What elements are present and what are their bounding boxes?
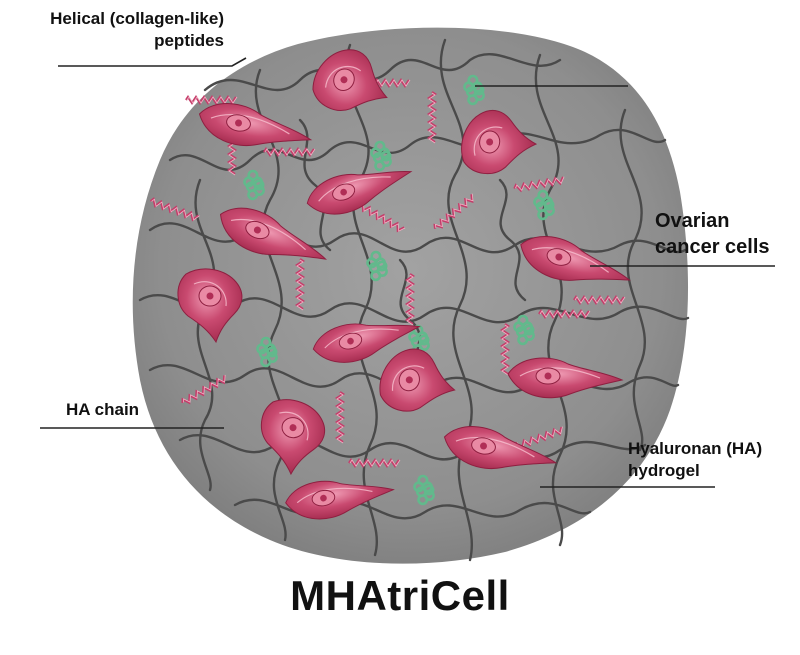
peptide-clusters — [243, 74, 555, 506]
ovarian-cancer-cell — [219, 207, 328, 260]
helical-peptide — [538, 309, 591, 319]
peptide-cluster — [256, 336, 278, 368]
peptide-cluster — [243, 169, 265, 201]
ovarian-cancer-cell — [461, 109, 538, 175]
ha-chain-strand — [619, 108, 646, 452]
helical-peptide — [149, 197, 200, 222]
peptide-cluster — [413, 474, 435, 506]
ovarian-cancer-cell — [507, 357, 624, 399]
ha-chain-strand — [203, 53, 562, 92]
helical-peptide — [335, 391, 345, 444]
label-peptides-line2: peptides — [154, 31, 224, 50]
leader-line-peptides — [58, 57, 247, 67]
label-cells-line2: cancer cells — [655, 236, 770, 258]
label-cells-line1: Ovarian — [655, 210, 730, 232]
peptide-cluster — [366, 250, 388, 282]
label-ha-chain-text: HA chain — [66, 400, 140, 419]
ha-chain-strand — [194, 178, 216, 492]
label-hydrogel-line2: hydrogel — [628, 461, 700, 480]
label-cells: Ovarian cancer cells — [655, 208, 770, 260]
peptide-cluster — [370, 140, 392, 172]
peptide-cluster — [513, 314, 535, 346]
collagen-like-peptides — [149, 78, 626, 468]
ovarian-cancer-cell — [198, 103, 313, 146]
ovarian-cancer-cell — [177, 268, 243, 344]
helical-peptide — [181, 374, 226, 405]
label-hydrogel-line1: Hyaluronan (HA) — [628, 439, 763, 458]
label-peptides: Helical (collagen-like) peptides — [14, 8, 224, 52]
ovarian-cancer-cell — [379, 348, 456, 412]
ha-chain-strand — [498, 178, 527, 302]
helical-peptide — [295, 258, 305, 311]
helical-peptide — [263, 147, 316, 157]
helical-peptide — [513, 176, 565, 193]
helical-peptide — [405, 273, 415, 326]
ha-chain-strand — [439, 38, 473, 562]
ha-chains — [138, 38, 690, 562]
ovarian-cancer-cell — [312, 323, 421, 363]
ovarian-cancer-cell — [260, 399, 326, 476]
helical-peptide — [573, 295, 626, 305]
helical-peptide — [433, 193, 474, 229]
peptide-cluster — [463, 74, 485, 106]
ovarian-cancer-cell — [285, 480, 395, 520]
label-hydrogel: Hyaluronan (HA) hydrogel — [628, 438, 762, 482]
helical-peptide — [185, 95, 238, 105]
diagram-title: MHAtriCell — [290, 572, 510, 619]
peptide-cluster — [408, 324, 430, 356]
label-ha-chain: HA chain — [66, 399, 139, 421]
label-peptides-line1: Helical (collagen-like) — [50, 9, 224, 28]
helical-peptide — [500, 323, 510, 376]
ovarian-cancer-cell — [520, 236, 631, 281]
ha-chain-strand — [534, 53, 568, 547]
helical-peptide — [358, 201, 406, 233]
peptide-cluster — [533, 189, 555, 221]
helical-peptide — [348, 458, 401, 468]
ovarian-cancer-cells — [177, 49, 631, 520]
ha-chain-strand — [168, 128, 667, 172]
ha-chain-strand — [344, 43, 378, 557]
helical-peptide — [427, 91, 437, 144]
ovarian-cancer-cell — [306, 170, 413, 215]
ovarian-cancer-cell — [443, 426, 558, 469]
ovarian-cancer-cell — [312, 49, 388, 111]
